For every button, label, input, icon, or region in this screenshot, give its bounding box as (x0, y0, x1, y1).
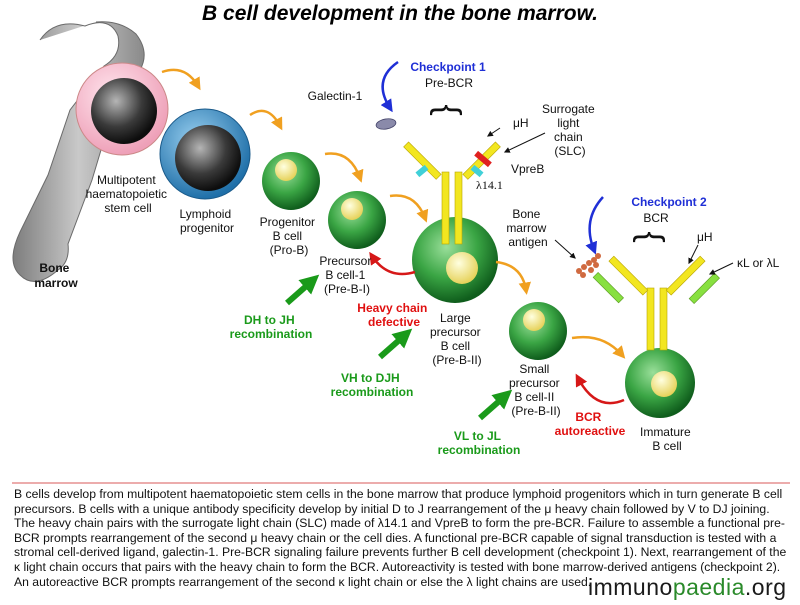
pre-bcr-label: Pre-BCR (425, 76, 473, 90)
heavy-chain-defective-label: Heavy chain defective (357, 301, 430, 329)
lambda-14-1-label: λ14.1 (476, 178, 503, 192)
precursor-b-cell-1 (328, 191, 386, 249)
precursor-b-cell-1-label: Precursor B cell-1 (Pre-B-I) (319, 254, 374, 296)
small-precursor-b-cell (509, 302, 567, 360)
bone-marrow-label: Bone marrow (34, 261, 78, 290)
progenitor-b-cell-label: Progenitor B cell (Pro-B) (260, 215, 319, 257)
immature-b-cell-label: Immature B cell (640, 425, 694, 453)
vpreb-label: VpreB (511, 162, 544, 176)
slc-label: Surrogate light chain (SLC) (542, 102, 598, 158)
small-precursor-label: Small precursor B cell-II (Pre-B-II) (509, 362, 563, 418)
immunopaedia-logo[interactable]: immunopaedia.org (588, 574, 787, 601)
bcr-label: BCR (643, 211, 669, 225)
galectin-label: Galectin-1 (308, 89, 363, 103)
figure-caption: B cells develop from multipotent haemato… (14, 487, 787, 589)
logo-mid: paedia (672, 574, 745, 600)
page-title: B cell development in the bone marrow. (202, 2, 598, 25)
large-precursor-b-cell (412, 217, 498, 303)
progenitor-b-cell (262, 152, 320, 210)
galectin-1-molecule (375, 118, 397, 130)
progression-arrows (161, 68, 626, 359)
feedback-arrows (369, 251, 625, 405)
logo-suffix: .org (744, 574, 787, 600)
bone-marrow-antigen-label: Bone marrow antigen (506, 207, 549, 249)
lymphoid-progenitor-label: Lymphoid progenitor (180, 207, 235, 235)
mu-h-label-2: μH (697, 230, 713, 244)
bcr-receptor (592, 255, 720, 351)
bone-marrow-antigen (576, 253, 601, 278)
recombination-arrows (285, 274, 513, 421)
vh-djh-recombination-label: VH to DJH recombination (331, 371, 414, 399)
pre-bcr-receptor (403, 141, 501, 245)
kappa-lambda-label: κL or λL (737, 256, 780, 270)
pointer-lines (487, 127, 734, 275)
bcr-brace: { (632, 231, 670, 242)
checkpoint-2-label: Checkpoint 2 (631, 195, 707, 209)
checkpoint-arrows (380, 60, 604, 255)
checkpoint-1-label: Checkpoint 1 (410, 60, 486, 74)
large-precursor-label: Large precursor B cell (Pre-B-II) (430, 311, 484, 367)
lymphoid-progenitor-cell (159, 108, 251, 200)
logo-prefix: immuno (588, 574, 673, 600)
mu-h-label-1: μH (513, 116, 529, 130)
bcr-autoreactive-label: BCR autoreactive (555, 410, 626, 438)
stem-cell-label: Multipotent haematopoietic stem cell (86, 173, 171, 215)
pre-bcr-brace: { (429, 104, 467, 115)
vl-jl-recombination-label: VL to JL recombination (438, 429, 521, 457)
immature-b-cell (625, 348, 695, 418)
stem-cell (75, 62, 169, 156)
dh-jh-recombination-label: DH to JH recombination (230, 313, 313, 341)
